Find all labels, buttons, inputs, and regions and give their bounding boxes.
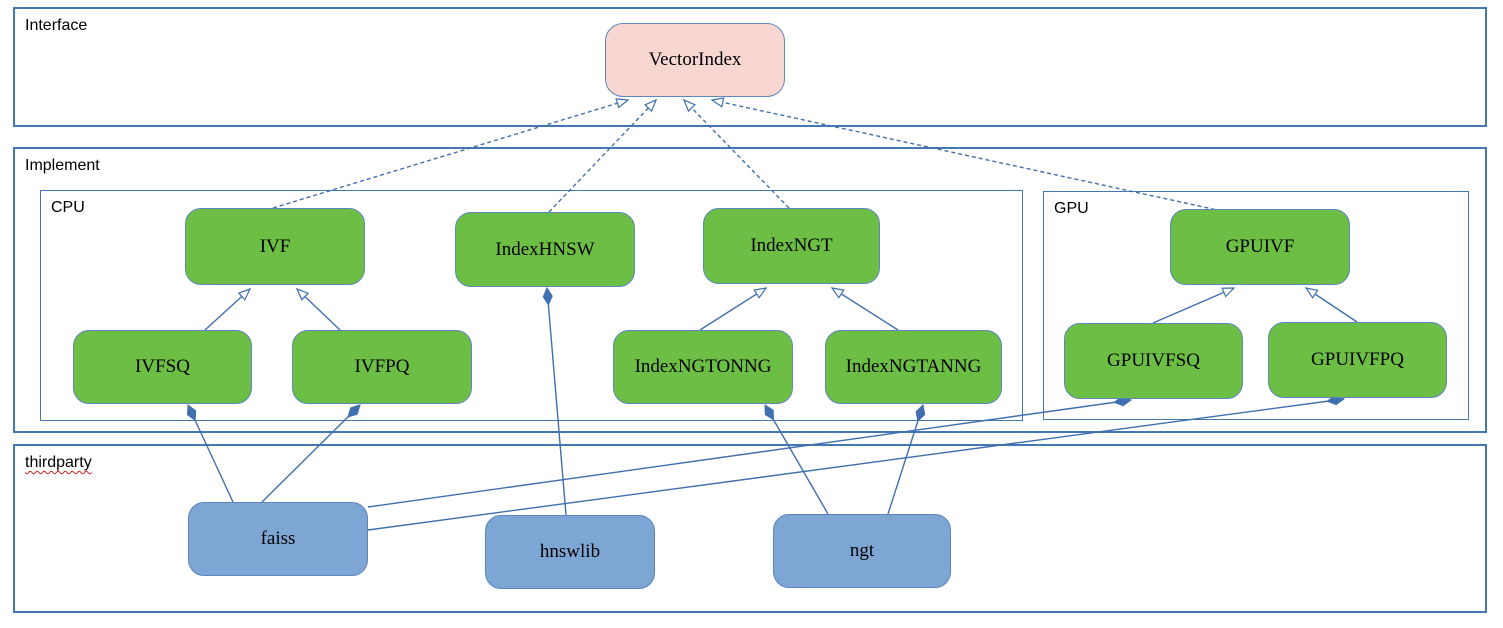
node-gpuivfpq-label: GPUIVFPQ — [1311, 349, 1404, 370]
node-indexngtanng[interactable]: IndexNGTANNG — [825, 330, 1002, 404]
node-gpuivfpq[interactable]: GPUIVFPQ — [1268, 322, 1447, 398]
node-gpuivf[interactable]: GPUIVF — [1170, 209, 1350, 285]
node-indexngtonng[interactable]: IndexNGTONNG — [613, 330, 793, 404]
node-gpuivfsq-label: GPUIVFSQ — [1107, 350, 1200, 371]
node-ivfsq-label: IVFSQ — [135, 356, 190, 377]
node-indexngt[interactable]: IndexNGT — [703, 208, 880, 284]
node-ngt-label: ngt — [849, 540, 875, 561]
section-thirdparty-label: thirdparty — [25, 454, 92, 471]
node-ngt[interactable]: ngt — [773, 514, 951, 588]
section-implement-label: Implement — [25, 157, 100, 174]
node-ivfpq-label: IVFPQ — [354, 356, 410, 377]
node-indexngtonng-label: IndexNGTONNG — [634, 356, 772, 377]
node-indexhnsw-label: IndexHNSW — [495, 238, 595, 260]
node-gpuivfsq[interactable]: GPUIVFSQ — [1064, 323, 1243, 399]
node-indexngt-label: IndexNGT — [750, 235, 833, 256]
node-faiss-label: faiss — [260, 528, 296, 549]
node-indexngtanng-label: IndexNGTANNG — [845, 356, 982, 377]
node-hnswlib[interactable]: hnswlib — [485, 515, 655, 589]
node-ivfsq[interactable]: IVFSQ — [73, 330, 252, 404]
node-indexhnsw[interactable]: IndexHNSW — [455, 212, 635, 287]
node-gpuivf-label: GPUIVF — [1225, 236, 1295, 257]
node-hnswlib-label: hnswlib — [539, 541, 601, 562]
node-faiss[interactable]: faiss — [188, 502, 368, 576]
section-interface-label: Interface — [25, 17, 88, 34]
node-ivf[interactable]: IVF — [185, 208, 365, 285]
node-ivfpq[interactable]: IVFPQ — [292, 330, 472, 404]
section-gpu-label: GPU — [1054, 200, 1089, 217]
node-vectorindex[interactable]: VectorIndex — [605, 23, 785, 97]
section-cpu-label: CPU — [51, 199, 85, 216]
node-vectorindex-label: VectorIndex — [648, 49, 742, 70]
node-ivf-label: IVF — [259, 235, 291, 257]
